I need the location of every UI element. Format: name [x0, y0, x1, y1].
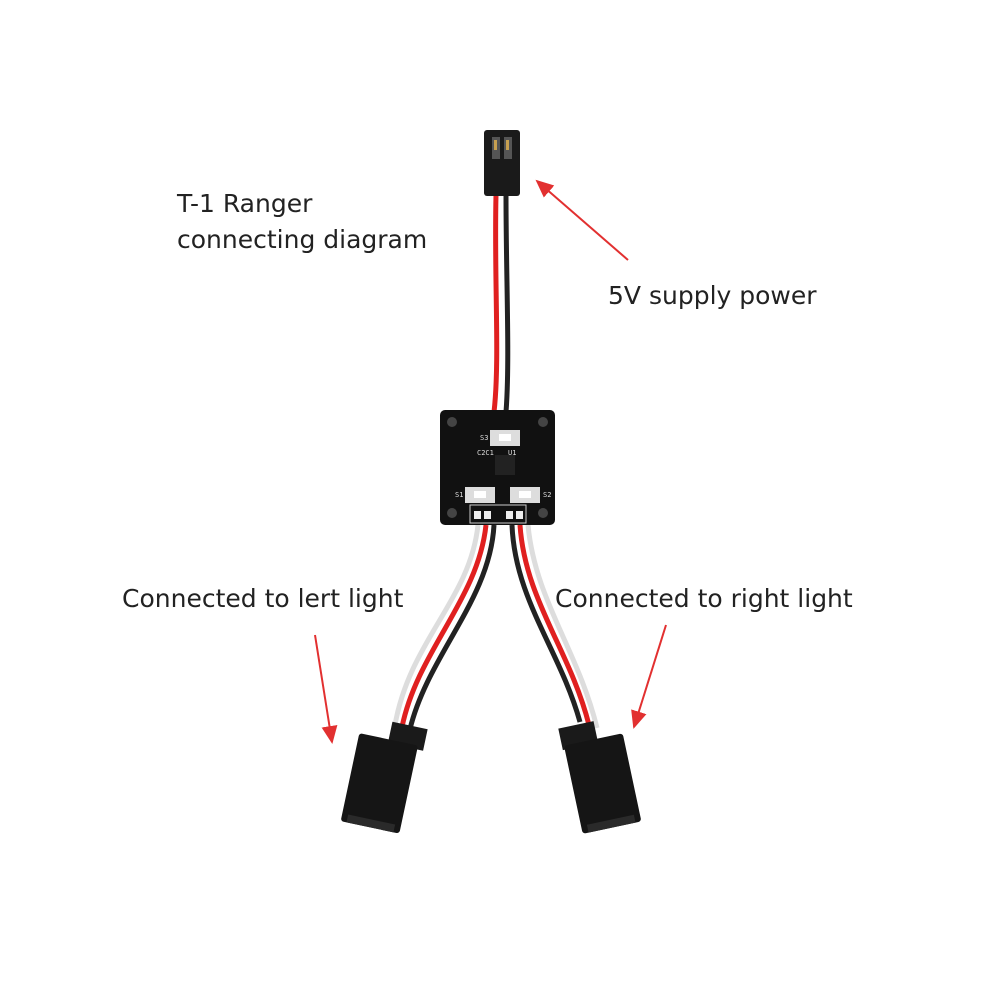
right-light-cable: [509, 524, 600, 729]
left-light-connector: [341, 721, 428, 834]
left-light-annotation: Connected to lert light: [122, 584, 404, 613]
left-light-cable: [392, 524, 497, 730]
right-light-arrow: [631, 624, 667, 729]
pcb-label-s3: S3: [480, 434, 488, 442]
right-light-annotation: Connected to right light: [555, 584, 853, 613]
pcb-label-s1: S1: [455, 491, 463, 499]
title-line-2: connecting diagram: [177, 225, 428, 255]
left-light-arrow: [314, 634, 338, 744]
pcb-label-s2: S2: [543, 491, 551, 499]
power-connector: [484, 130, 520, 196]
pcb-label-u1: U1: [508, 449, 516, 457]
power-annotation: 5V supply power: [608, 281, 817, 310]
pcb-board: U1 C2C1 S1 S2 S3: [440, 410, 555, 525]
diagram-title: T-1 Ranger connecting diagram: [177, 186, 427, 259]
title-line-1: T-1 Ranger: [177, 189, 313, 218]
power-cable: [491, 194, 511, 413]
power-arrow: [535, 179, 629, 261]
pcb-label-caps: C2C1: [477, 449, 494, 457]
right-light-connector: [558, 721, 641, 834]
